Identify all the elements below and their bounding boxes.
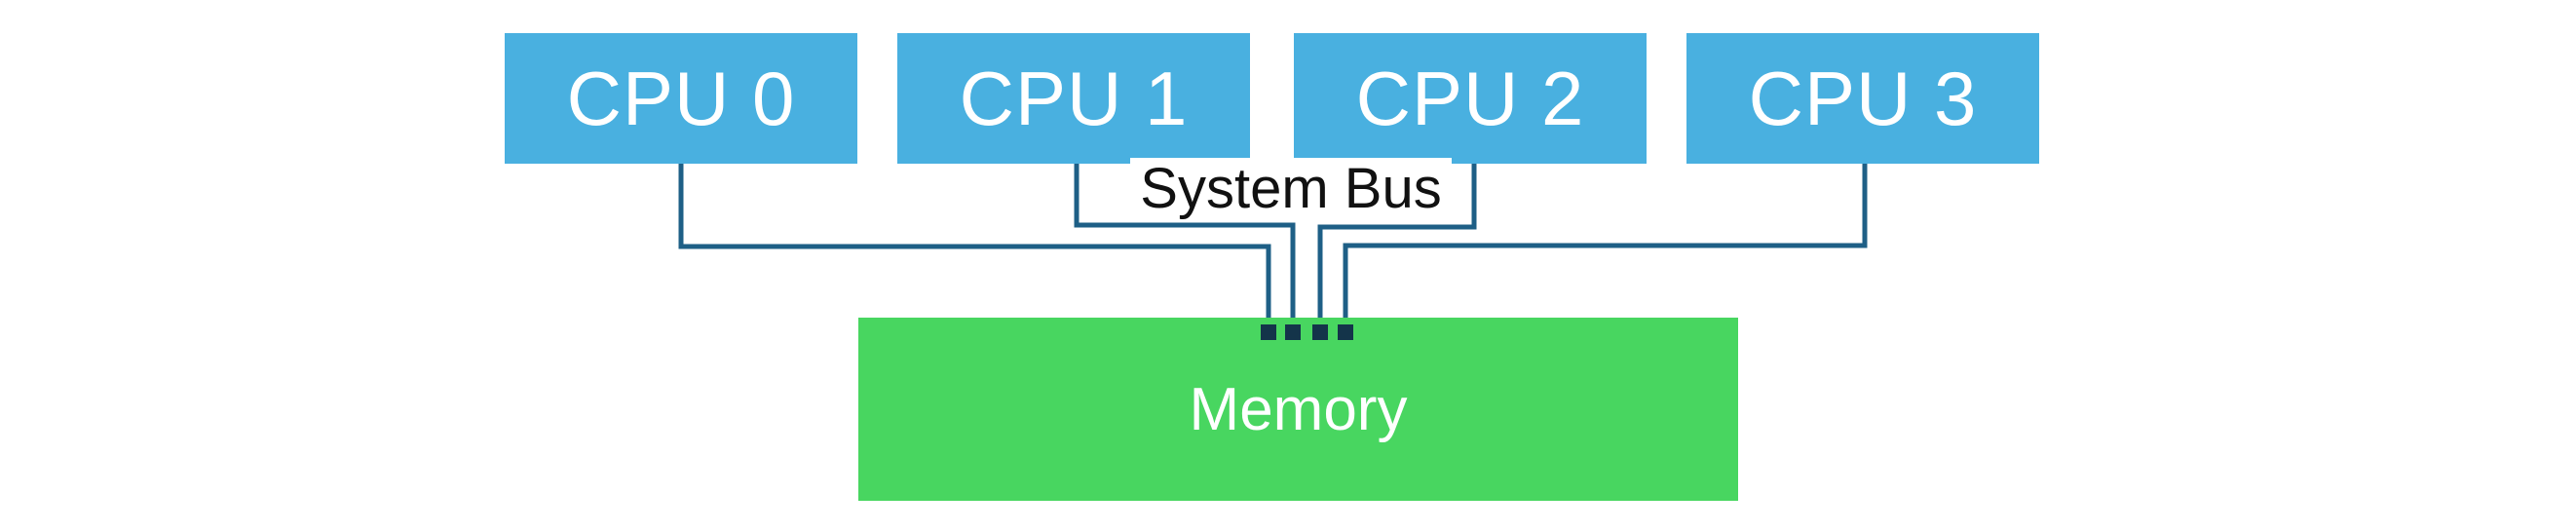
memory-label: Memory (1189, 375, 1408, 443)
bus-wire-cpu-3 (1343, 164, 1868, 328)
cpu-0-block: CPU 0 (505, 33, 857, 164)
memory-block: Memory (858, 318, 1738, 501)
memory-port-3 (1338, 324, 1353, 340)
bus-wire-cpu-2 (1317, 164, 1477, 328)
system-bus-label: System Bus (1130, 158, 1452, 220)
memory-port-1 (1285, 324, 1301, 340)
cpu-1-block: CPU 1 (897, 33, 1250, 164)
bus-wire-cpu-0 (678, 164, 1271, 328)
memory-port-2 (1312, 324, 1328, 340)
cpu-2-block: CPU 2 (1294, 33, 1647, 164)
cpu-0-label: CPU 0 (566, 55, 796, 141)
memory-port-0 (1261, 324, 1276, 340)
cpu-2-label: CPU 2 (1355, 55, 1585, 141)
bus-wire-cpu-1 (1074, 164, 1296, 328)
cpu-1-label: CPU 1 (959, 55, 1189, 141)
cpu-3-label: CPU 3 (1748, 55, 1978, 141)
cpu-3-block: CPU 3 (1686, 33, 2039, 164)
